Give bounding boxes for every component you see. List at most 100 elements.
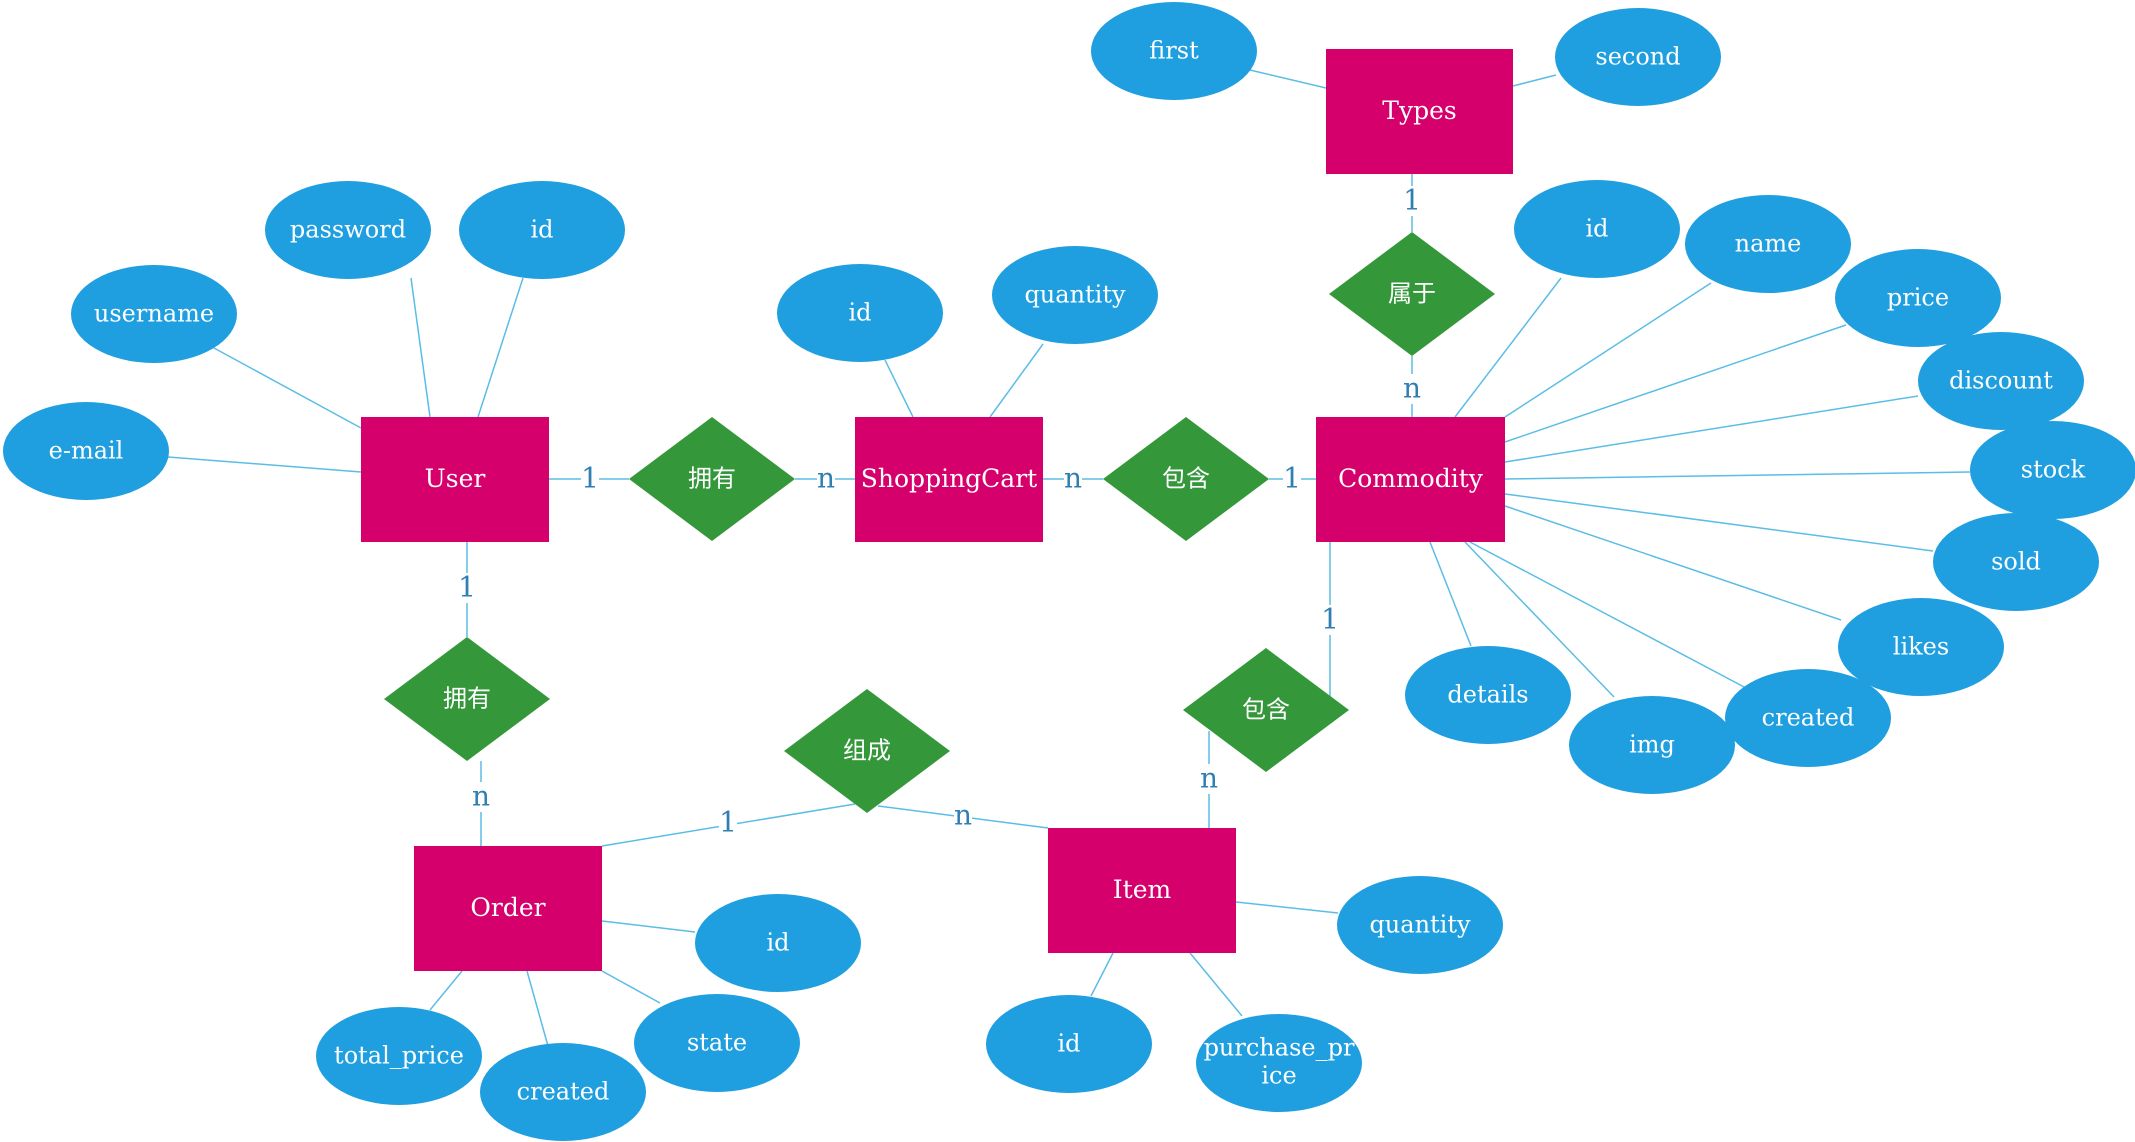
attribute-ellipse [992,246,1158,344]
attribute-ellipse [1196,1014,1362,1112]
relationship-diamond [784,689,950,813]
cardinality-backdrop [1283,464,1301,494]
relationship-label: 组成 [843,737,891,765]
attribute-ellipse [777,264,943,362]
connector-line [1429,541,1472,647]
attribute-cart-quantity: quantity [992,246,1158,344]
attribute-ellipse [1091,2,1257,100]
attribute-item-id: id [986,995,1152,1093]
cardinality-backdrop [719,808,737,838]
cardinality-backdrop [1200,764,1218,794]
attribute-ellipse [1685,195,1851,293]
attribute-label: quantity [1369,911,1471,939]
attribute-ellipse [3,402,169,500]
cardinality-backdrop [1403,374,1421,404]
relationship-belongs: 属于 [1329,232,1495,356]
entity-label: Order [470,893,545,922]
attribute-label: password [290,216,406,244]
attribute-commodity-id: id [1514,180,1680,278]
entity-box [361,417,549,542]
attribute-ellipse [1405,646,1571,744]
attribute-label: stock [2021,456,2086,484]
attribute-label: id [530,216,553,244]
attribute-commodity-price: price [1835,249,2001,347]
attribute-label: state [687,1029,747,1057]
entity-user: User [361,417,549,542]
cardinality-backdrop [954,801,972,831]
connector-line [1454,277,1562,418]
attribute-label: price [1887,284,1949,312]
attribute-label: purchase_pr [1204,1034,1355,1062]
cardinality-backdrop [581,464,599,494]
cardinality-belongs-commodity: n [1403,372,1421,405]
attribute-order-id: id [695,894,861,992]
connector-line [1504,505,1842,621]
entity-shoppingcart: ShoppingCart [855,417,1043,542]
relationship-diamond [1329,232,1495,356]
attribute-label: likes [1893,633,1949,661]
relationship-cart-contains: 包含 [1103,417,1269,541]
connector-line [167,456,362,473]
attribute-commodity-details: details [1405,646,1571,744]
attribute-label: quantity [1024,281,1126,309]
attribute-label: id [766,929,789,957]
cardinality-backdrop [817,464,835,494]
attribute-order-created: created [480,1043,646,1141]
connector-line [1504,471,1971,480]
attribute-commodity-discount: discount [1918,332,2084,430]
connector-line [1504,395,1919,463]
cardinality-backdrop [1321,605,1339,635]
connector-line [601,920,696,933]
connector-line [1512,74,1557,87]
entity-label: ShoppingCart [861,464,1037,493]
attribute-ellipse [480,1043,646,1141]
attribute-commodity-created: created [1725,669,1891,767]
connector-line [526,970,549,1047]
cardinality-cart-contains-commodity: 1 [1283,462,1301,495]
attribute-label: username [94,300,214,328]
relationship-user-has-cart: 拥有 [629,417,795,541]
cardinality-item-contains-commodity: 1 [1321,603,1339,636]
cardinality-user-has-order-user: 1 [458,571,476,604]
attribute-item-quantity: quantity [1337,876,1503,974]
attribute-label: id [1585,215,1608,243]
attribute-ellipse [265,181,431,279]
connector-line [1504,493,1934,552]
relationship-diamond [384,637,550,761]
attribute-ellipse [1337,876,1503,974]
attribute-label: id [1057,1030,1080,1058]
attribute-ellipse [1555,8,1721,106]
attribute-label: details [1447,681,1528,709]
attribute-label: name [1735,230,1802,258]
relationship-label: 拥有 [688,465,736,493]
attribute-label: discount [1949,367,2053,395]
attribute-ellipse [1838,598,2004,696]
attribute-ellipse [1725,669,1891,767]
attribute-commodity-stock: stock [1970,421,2135,519]
attribute-commodity-sold: sold [1933,513,2099,611]
entity-box [1316,417,1505,542]
entity-box [414,846,602,971]
connector-line [1090,952,1114,997]
attribute-ellipse [1835,249,2001,347]
attribute-label: id [848,299,871,327]
connector-line [429,970,463,1011]
relationship-diamond [629,417,795,541]
entity-item: Item [1048,828,1236,953]
attribute-ellipse [986,995,1152,1093]
entity-commodity: Commodity [1316,417,1505,542]
attribute-ellipse [1970,421,2135,519]
relationship-diamond [1183,648,1349,772]
connector-line [884,359,914,418]
entity-label: Item [1113,875,1172,904]
attribute-user-id: id [459,181,625,279]
connector-line [1249,69,1327,89]
cardinality-order-consists-order: 1 [719,806,737,839]
connector-line [1504,282,1712,418]
attribute-label: ice [1261,1062,1296,1090]
attribute-label: total_price [334,1042,464,1070]
connector-line [989,343,1044,418]
